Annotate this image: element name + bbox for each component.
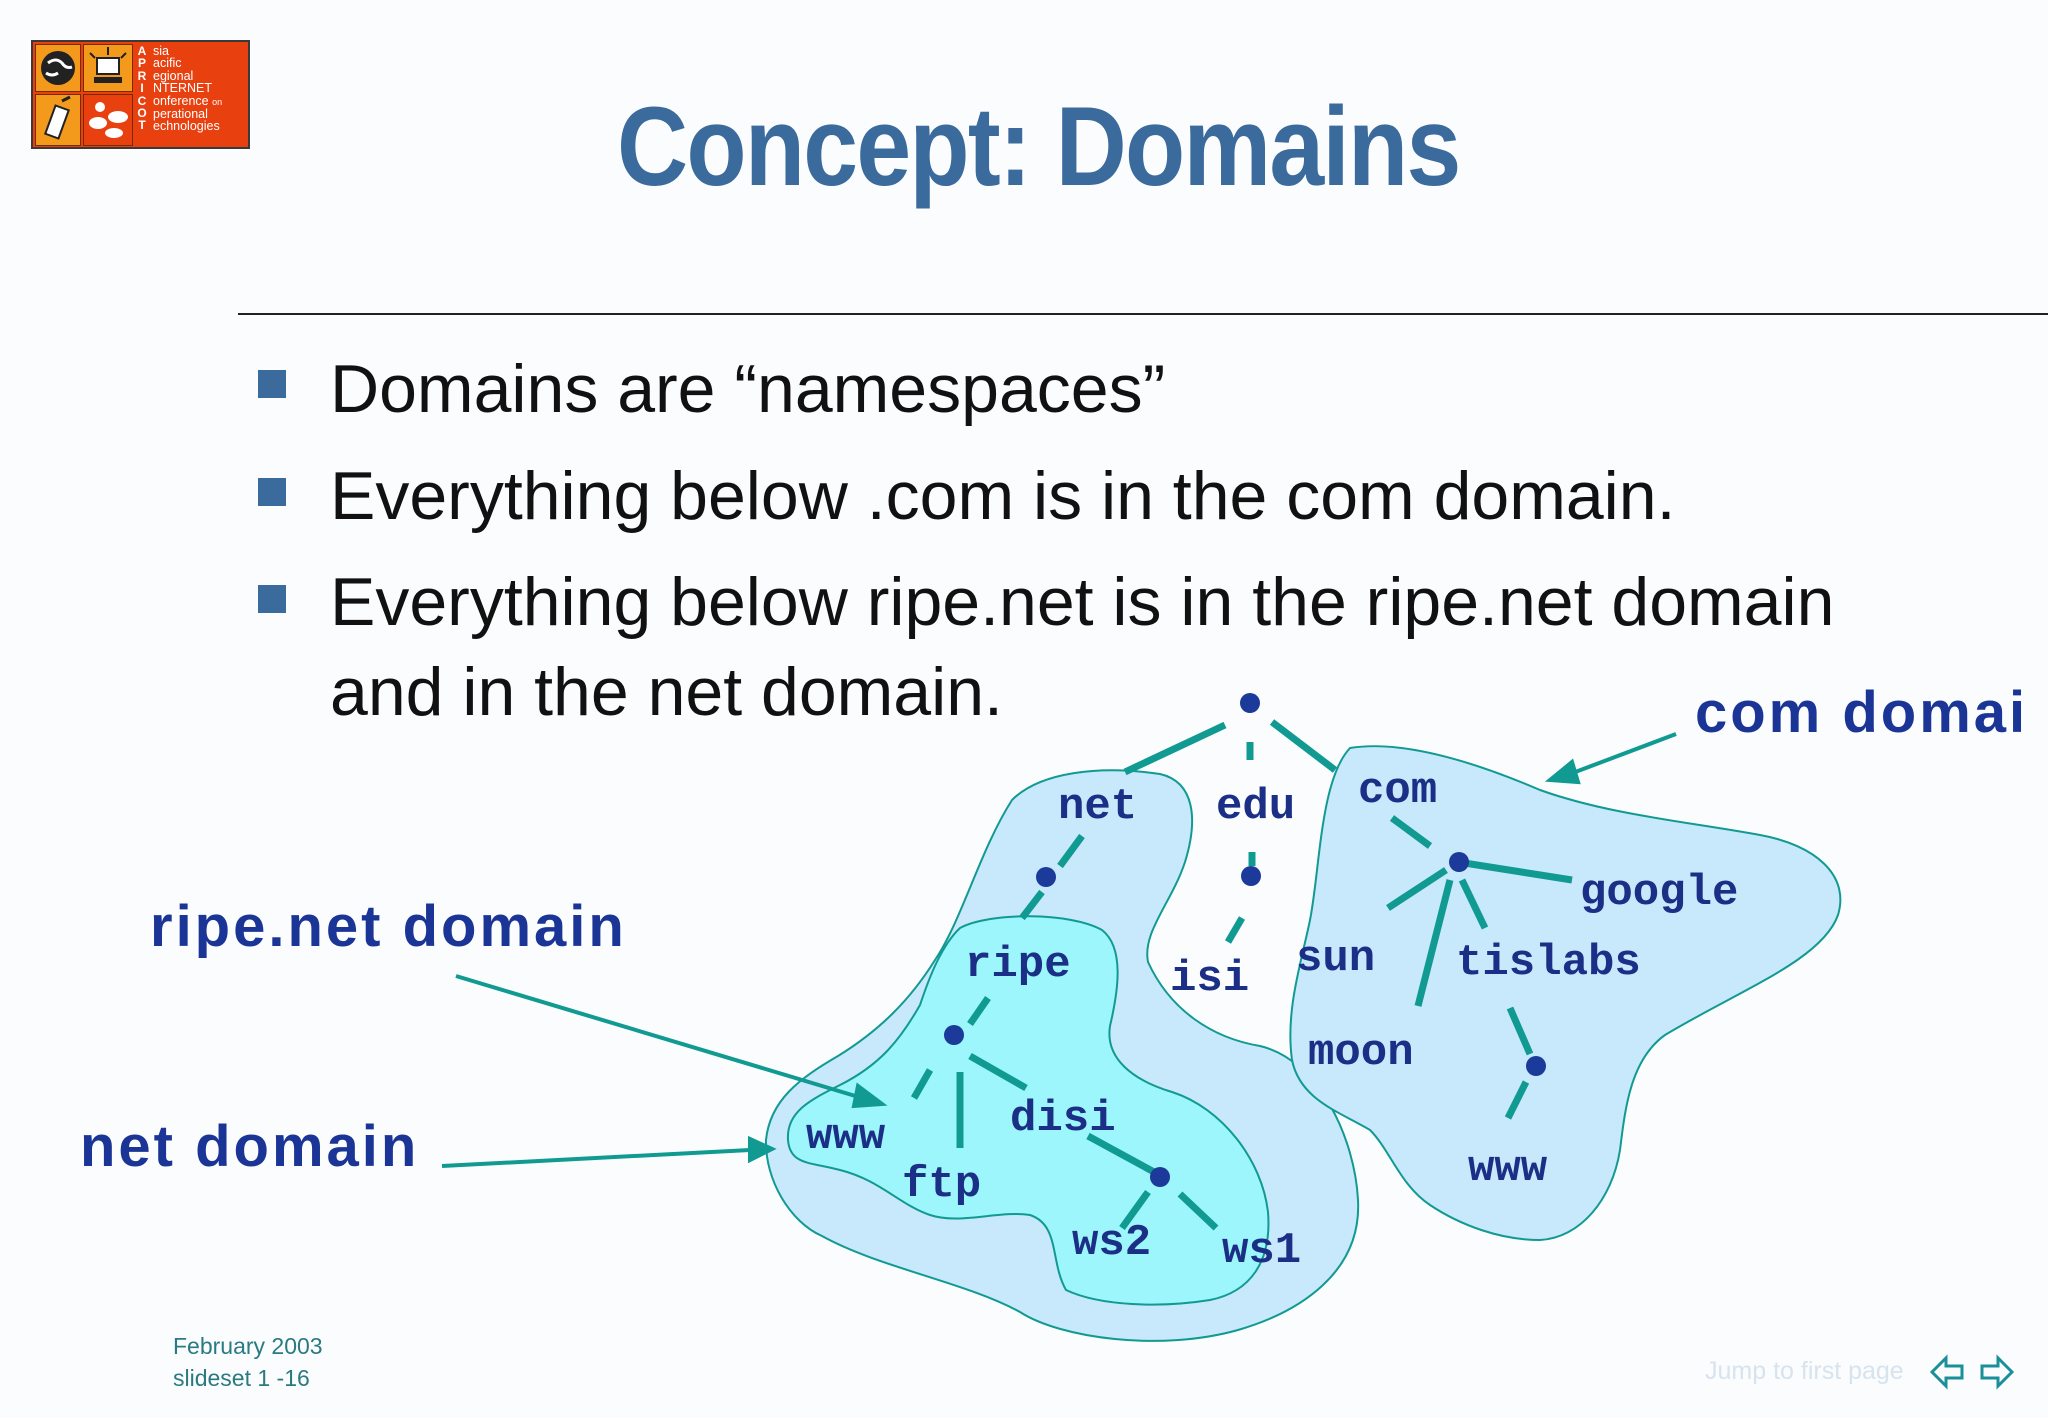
- footer-slideset: slideset 1 -16: [173, 1365, 310, 1391]
- node-ws1: ws1: [1222, 1226, 1301, 1276]
- slide-title: Concept: Domains: [616, 84, 1461, 209]
- jump-to-first-page-link[interactable]: Jump to first page: [1705, 1357, 1904, 1385]
- com-domain-label: com domai: [1695, 680, 2028, 745]
- node-isi: isi: [1170, 954, 1249, 1004]
- callout-arrows: [441, 732, 1677, 1168]
- globe-icon: [35, 44, 81, 92]
- left-arrow-icon[interactable]: [1928, 1352, 1968, 1392]
- right-arrow-icon[interactable]: [1976, 1352, 2016, 1392]
- node-ws2: ws2: [1072, 1218, 1151, 1268]
- net-domain-label: net domain: [80, 1114, 419, 1179]
- paintbrush-icon: [35, 94, 81, 146]
- network-clouds-icon: [83, 94, 133, 146]
- node-net: net: [1058, 782, 1137, 832]
- com-domain-region: [1289, 745, 1842, 1242]
- node-ripe: ripe: [965, 940, 1071, 990]
- bullet-text-3: Everything below ripe.net is in the ripe…: [330, 564, 1835, 640]
- tree-nodes: [944, 693, 1546, 1187]
- bullet-text-2: Everything below .com is in the com doma…: [330, 458, 1676, 534]
- node-google: google: [1580, 868, 1738, 918]
- node-edu: edu: [1216, 782, 1295, 832]
- bullet-square-icon: [258, 585, 286, 613]
- ripe-net-domain-label: ripe.net domain: [150, 894, 627, 959]
- bullet-text-1: Domains are “namespaces”: [330, 351, 1166, 427]
- logo-words: sia acific egional NTERNET onference on …: [153, 44, 223, 134]
- node-com: com: [1358, 766, 1437, 816]
- ripe-net-domain-region: [786, 915, 1270, 1306]
- node-www-ripe: www: [806, 1112, 886, 1162]
- node-ftp: ftp: [902, 1160, 981, 1210]
- node-disi: disi: [1010, 1094, 1116, 1144]
- footer-date: February 2003: [173, 1333, 323, 1359]
- node-www-tislabs: www: [1468, 1144, 1548, 1194]
- title-divider: [238, 313, 2048, 315]
- node-tislabs: tislabs: [1456, 938, 1641, 988]
- bullet-square-icon: [258, 370, 286, 398]
- bullet-square-icon: [258, 478, 286, 506]
- tree-edges: [910, 719, 1573, 1231]
- bullet-text-3-cont: and in the net domain.: [330, 654, 1003, 730]
- node-moon: moon: [1308, 1028, 1414, 1078]
- node-sun: sun: [1296, 934, 1375, 984]
- computer-icon: [83, 44, 133, 92]
